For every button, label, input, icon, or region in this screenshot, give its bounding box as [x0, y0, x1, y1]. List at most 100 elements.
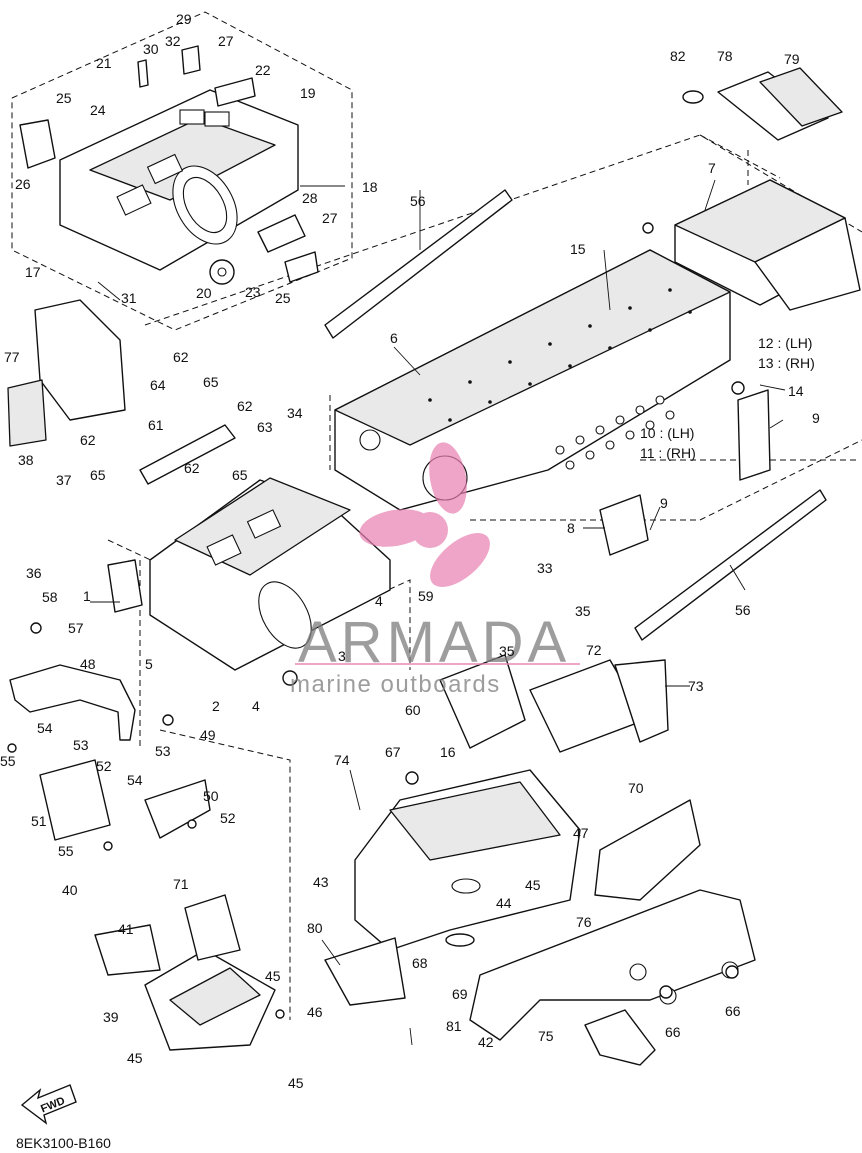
parts-39-41-71-80	[94, 894, 406, 1051]
callout-17: 17	[25, 264, 41, 280]
callout-71: 71	[173, 876, 189, 892]
callout-79: 79	[784, 51, 800, 67]
callout-56: 56	[735, 602, 751, 618]
callout-41: 41	[118, 921, 134, 937]
callout-45: 45	[265, 968, 281, 984]
callout-30: 30	[143, 41, 159, 57]
callout-18: 18	[362, 179, 378, 195]
callout-81: 81	[446, 1018, 462, 1034]
callout-23: 23	[245, 284, 261, 300]
watermark-brand: ARMADA	[298, 610, 570, 675]
part-1-main-chassis	[107, 477, 391, 671]
callout-19: 19	[300, 85, 316, 101]
callout-51: 51	[31, 813, 47, 829]
callout-14: 14	[788, 383, 804, 399]
diagram-code: 8EK3100-B160	[16, 1135, 111, 1151]
callout-69: 69	[452, 986, 468, 1002]
callout-27: 27	[322, 210, 338, 226]
callout-80: 80	[307, 920, 323, 936]
leader-lines	[90, 179, 786, 1046]
callout-55: 55	[58, 843, 74, 859]
callout-32: 32	[165, 33, 181, 49]
callout-6: 6	[390, 330, 398, 346]
part-70-side-cover	[594, 799, 701, 901]
callout-63: 63	[257, 419, 273, 435]
callout-7: 7	[708, 160, 716, 176]
callout-1: 1	[83, 588, 91, 604]
callout-72: 72	[586, 642, 602, 658]
callout-4: 4	[375, 593, 383, 609]
callout-5: 5	[145, 656, 153, 672]
callout-60: 60	[405, 702, 421, 718]
callout-31: 31	[121, 290, 137, 306]
callout-12: 12 : (LH)	[758, 335, 812, 351]
callout-76: 76	[576, 914, 592, 930]
callout-68: 68	[412, 955, 428, 971]
callout-54: 54	[127, 772, 143, 788]
callout-48: 48	[80, 656, 96, 672]
part-75-flap	[584, 1009, 656, 1066]
armada-propeller-logo	[359, 442, 490, 587]
part-61-brace	[139, 424, 236, 485]
callout-62: 62	[237, 398, 253, 414]
callout-75: 75	[538, 1028, 554, 1044]
callout-64: 64	[150, 377, 166, 393]
callout-13: 13 : (RH)	[758, 355, 815, 371]
callout-9: 9	[812, 410, 820, 426]
callout-10: 10 : (LH)	[640, 425, 694, 441]
callout-22: 22	[255, 62, 271, 78]
callout-61: 61	[148, 417, 164, 433]
callout-4: 4	[252, 698, 260, 714]
watermark-tagline: marine outboards	[290, 671, 501, 698]
callout-11: 11 : (RH)	[640, 445, 696, 461]
part-7-rear-tunnel	[674, 179, 861, 311]
callout-39: 39	[103, 1009, 119, 1025]
callout-58: 58	[42, 589, 58, 605]
callout-47: 47	[573, 825, 589, 841]
callout-43: 43	[313, 874, 329, 890]
callout-45: 45	[127, 1050, 143, 1066]
callout-3: 3	[338, 648, 346, 664]
callout-36: 36	[26, 565, 42, 581]
callout-2: 2	[212, 698, 220, 714]
parts-78-79-decals	[682, 67, 843, 141]
callout-66: 66	[725, 1003, 741, 1019]
callout-65: 65	[203, 374, 219, 390]
callout-33: 33	[537, 560, 553, 576]
fastener-icons	[7, 222, 745, 1019]
callout-46: 46	[307, 1004, 323, 1020]
callout-54: 54	[37, 720, 53, 736]
callout-52: 52	[96, 758, 112, 774]
callout-28: 28	[302, 190, 318, 206]
callout-50: 50	[203, 788, 219, 804]
tunnel-vent-holes	[555, 395, 675, 470]
callout-57: 57	[68, 620, 84, 636]
callout-44: 44	[496, 895, 512, 911]
part-18-upper-frame	[19, 45, 319, 285]
callout-25: 25	[275, 290, 291, 306]
callout-42: 42	[478, 1034, 494, 1050]
callout-38: 38	[18, 452, 34, 468]
callout-53: 53	[73, 737, 89, 753]
callout-40: 40	[62, 882, 78, 898]
tunnel-rivet-dots	[428, 288, 692, 422]
callout-16: 16	[440, 744, 456, 760]
callout-66: 66	[665, 1024, 681, 1040]
callout-24: 24	[90, 102, 106, 118]
callout-70: 70	[628, 780, 644, 796]
callouts: 1 2 3 4 4 5 6 7 8 9 9 10 : (LH) 11 : (RH…	[0, 11, 820, 1091]
callout-45: 45	[288, 1075, 304, 1091]
callout-20: 20	[196, 285, 212, 301]
callout-73: 73	[688, 678, 704, 694]
callout-65: 65	[90, 467, 106, 483]
callout-49: 49	[200, 727, 216, 743]
part-43-bellypan	[354, 769, 581, 951]
callout-52: 52	[220, 810, 236, 826]
callout-26: 26	[15, 176, 31, 192]
parts-8-10-11-plates	[599, 389, 771, 556]
callout-53: 53	[155, 743, 171, 759]
callout-37: 37	[56, 472, 72, 488]
callout-8: 8	[567, 520, 575, 536]
callout-62: 62	[173, 349, 189, 365]
